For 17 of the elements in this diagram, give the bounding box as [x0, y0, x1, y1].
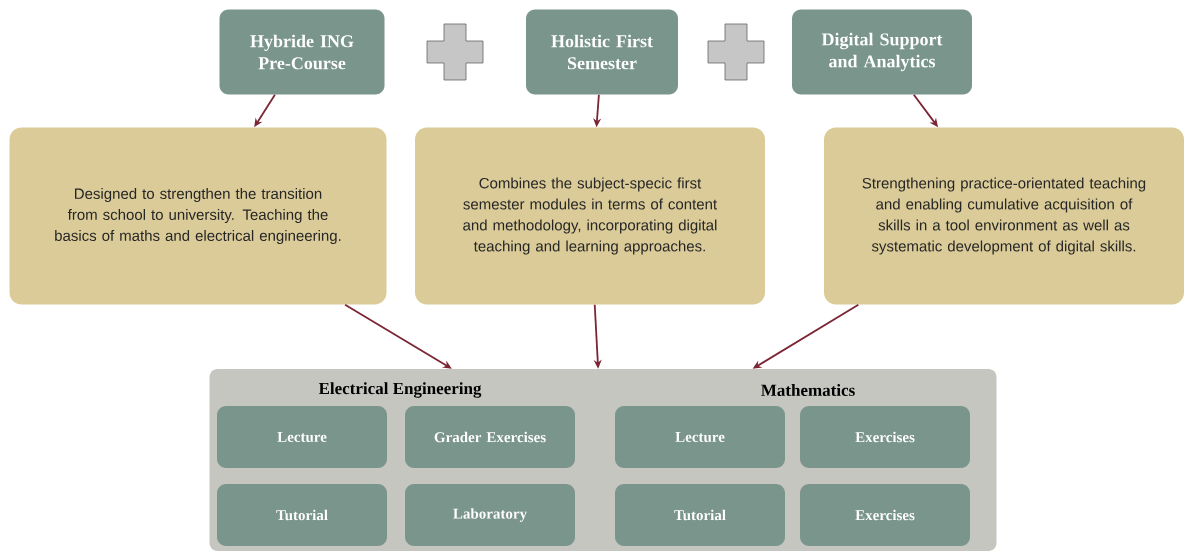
- module-box: Exercises: [800, 406, 970, 468]
- section-heading: Mathematics: [761, 384, 855, 396]
- process-box: Hybride ING Pre-Course: [219, 9, 385, 95]
- process-box: Holistic First Semester: [526, 9, 678, 95]
- module-box: Lecture: [615, 406, 785, 468]
- section-heading: Electrical Engineering: [318, 382, 482, 398]
- module-box: Tutorial: [217, 484, 387, 546]
- description-box: Strengthening practice-orientated teaching and enabling cumulative acquisition of skills in a tool environment as well as systematic development of digital skills.: [824, 127, 1184, 305]
- description-box: Designed to strengthen the transition from school to university. Teaching the basics of maths and electrical engineering.: [9, 127, 387, 305]
- module-box: Tutorial: [615, 484, 785, 546]
- module-box: Grader Exercises: [405, 406, 575, 468]
- module-box: Lecture: [217, 406, 387, 468]
- module-box: Exercises: [800, 484, 970, 546]
- module-box: Laboratory: [405, 484, 575, 546]
- arrow: [344, 303, 452, 369]
- process-box: Digital Support and Analytics: [792, 9, 972, 95]
- description-box: Combines the subject-specic first semester modules in terms of content and methodology, incorporating digital teaching and learning approaches.: [415, 127, 765, 305]
